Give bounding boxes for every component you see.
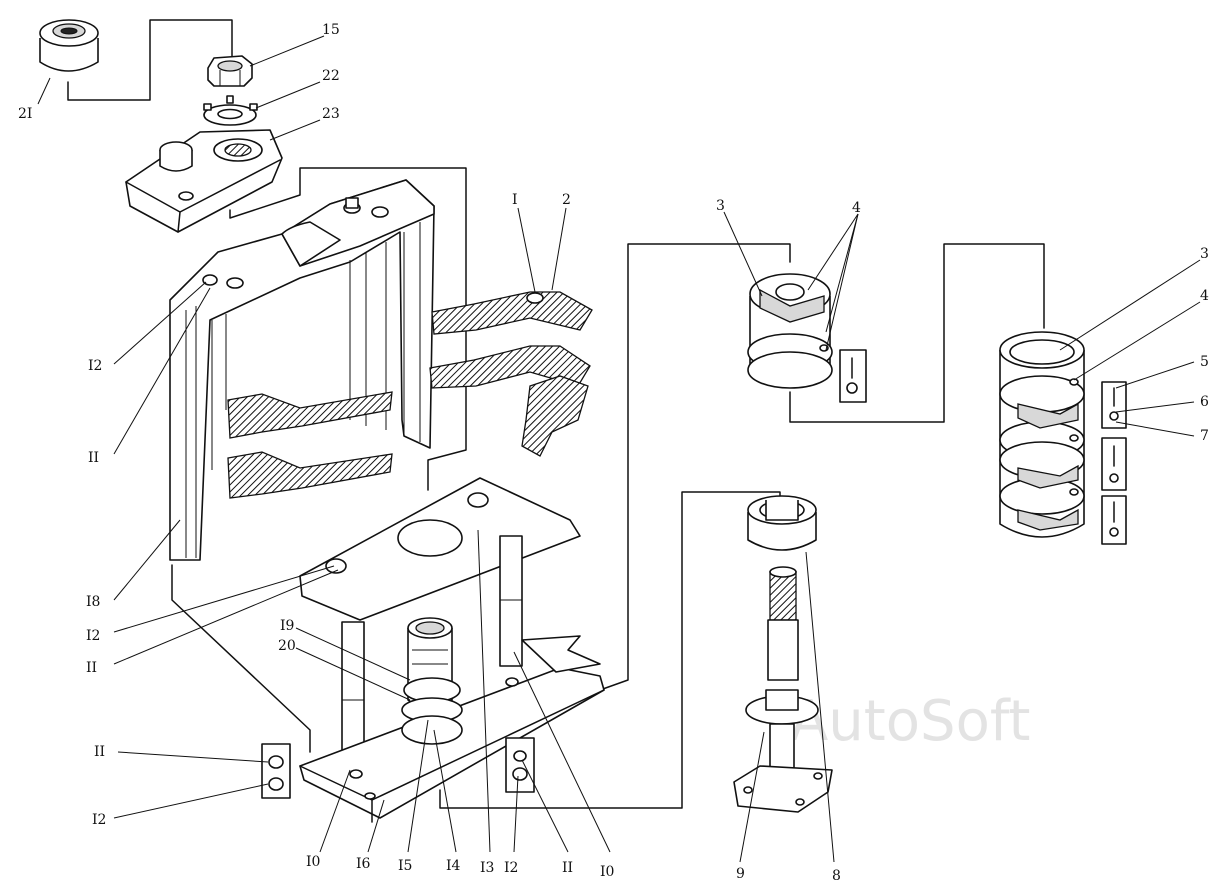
label-part-9: 9 [736,866,745,882]
label-part-22: 22 [322,68,340,84]
label-part-19: I9 [280,618,294,634]
label-part-7: 7 [1200,428,1209,444]
part-labels: 2I 15 22 23 I 2 3 4 3 4 5 6 7 I2 II I8 I… [18,22,1209,884]
label-part-15: 15 [322,22,340,38]
label-part-13: I3 [480,860,494,876]
label-part-1: I [512,192,518,208]
leader-lines [37,35,1201,863]
label-part-3-large: 3 [1200,246,1209,262]
cap-nut-part [39,19,99,72]
label-part-12-a: I2 [88,358,102,374]
label-part-14: I4 [446,858,461,874]
label-part-6: 6 [1200,394,1209,410]
inner-contact-arms [227,291,593,499]
label-part-5: 5 [1200,354,1209,370]
label-part-2: 2 [562,192,571,208]
connector-lines [67,19,1045,809]
label-part-10-a: I0 [306,854,320,870]
base-frame-part [299,477,605,823]
shaft-assembly-part [733,495,833,813]
label-part-4-large: 4 [1200,288,1209,304]
label-part-23: 23 [322,106,340,122]
label-part-3-small: 3 [716,198,725,214]
hex-nut-part [207,55,253,87]
cover-plate-part [125,129,283,233]
label-part-8: 8 [832,868,841,884]
rotor-stack-large [999,331,1127,545]
label-part-11-c: II [94,744,105,760]
watermark-text: AutoSoft [790,689,1031,754]
label-part-16: I6 [356,856,371,872]
label-part-12-b: I2 [86,628,100,644]
label-part-18: I8 [86,594,100,610]
label-part-15-b: I5 [398,858,412,874]
rotor-group-small [747,273,867,403]
label-part-20: 20 [278,638,296,654]
label-part-11-d: II [562,860,573,876]
label-part-11-b: II [86,660,97,676]
label-part-10-b: I0 [600,864,614,880]
lock-washer-part [203,95,258,126]
main-housing-part [169,179,435,561]
label-part-12-d: I2 [504,860,518,876]
label-part-12-c: I2 [92,812,106,828]
base-screw-callouts [261,737,535,799]
label-part-4-small: 4 [852,200,861,216]
label-part-11-a: II [88,450,99,466]
label-part-21: 2I [18,106,32,122]
